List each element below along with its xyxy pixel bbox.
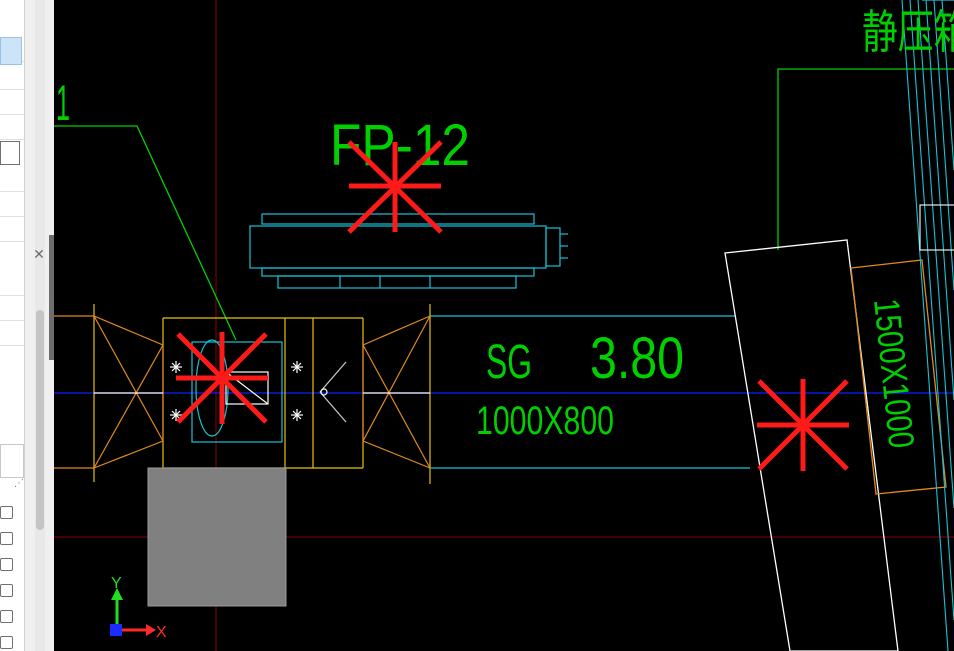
selected-row[interactable]: [0, 37, 22, 65]
list-row[interactable]: [0, 166, 24, 192]
list-row[interactable]: [0, 295, 24, 321]
list-row[interactable]: [0, 191, 24, 217]
duct-transitions: [93, 304, 431, 484]
side-panel: ✕ ⋰: [0, 0, 54, 651]
layer-checkbox[interactable]: [0, 584, 13, 597]
ucs-y-label: Y: [111, 575, 122, 592]
list-row[interactable]: [0, 320, 24, 346]
field-box[interactable]: [0, 141, 20, 165]
ucs-x-label: X: [156, 624, 167, 641]
box-title-partial: 静压箱8: [862, 5, 954, 59]
duct-system-label: SG: [486, 336, 532, 389]
list-row[interactable]: [0, 89, 24, 115]
layer-checkbox[interactable]: [0, 558, 13, 571]
layer-checkbox[interactable]: [0, 506, 13, 519]
leader-lines: [54, 68, 954, 341]
diffuser-markers: [170, 361, 303, 421]
layer-checkbox[interactable]: [0, 532, 13, 545]
list-row[interactable]: [0, 64, 24, 90]
static-pressure-box[interactable]: [724, 0, 954, 651]
duct-size-label: 1000X800: [476, 399, 614, 443]
label-left-partial: 1: [56, 75, 70, 131]
box-size-label: 1500X1000: [866, 297, 922, 450]
list-row[interactable]: [0, 114, 24, 140]
overlay-rectangle: [147, 467, 287, 607]
list-row[interactable]: [0, 270, 24, 296]
pipe-bundle: [901, 0, 954, 651]
resize-grip-icon[interactable]: ⋰: [14, 478, 24, 489]
list-row[interactable]: [0, 216, 24, 242]
drawing-canvas[interactable]: 1 FP-12: [54, 0, 954, 651]
duct-damper[interactable]: [191, 339, 347, 443]
panel-box: [0, 444, 24, 478]
layer-checkbox[interactable]: [0, 610, 13, 623]
error-markers: [176, 140, 849, 471]
scrollbar-thumb[interactable]: [36, 310, 44, 530]
layer-checkbox[interactable]: [0, 636, 13, 649]
fan-coil-unit[interactable]: [249, 213, 568, 289]
close-icon[interactable]: ✕: [33, 247, 45, 263]
duct-elevation-label: 3.80: [590, 326, 684, 391]
panel-splitter[interactable]: [49, 235, 54, 360]
ucs-icon: [110, 588, 156, 636]
